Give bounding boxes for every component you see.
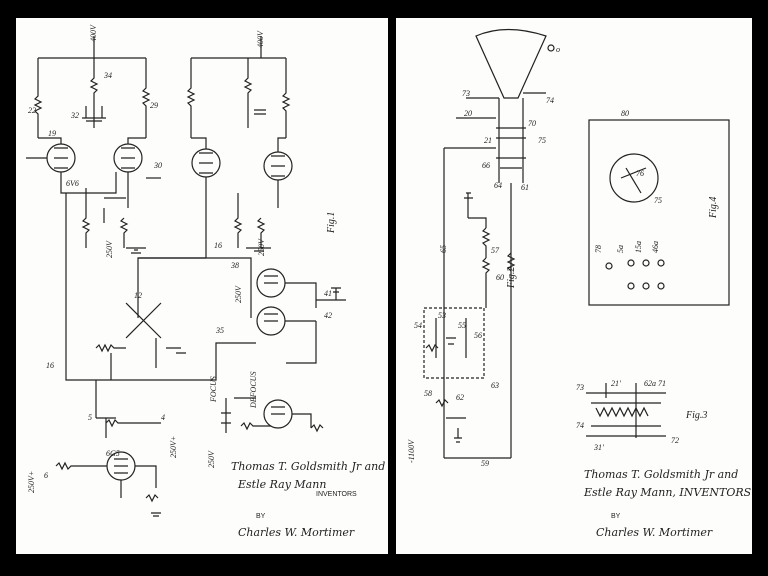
ref-60: 60 [496,273,504,282]
ref-57: 57 [491,246,500,255]
ref-74: 74 [546,96,554,105]
attorney-signature-right: Charles W. Mortimer [596,526,713,539]
ref-12: 12 [134,291,142,300]
patent-sheet-fig1: 400V 400V 6V6 250V 250V Fig.1 [16,18,388,554]
ref-54: 54 [414,321,422,330]
inventor-signature-r2: Estle Ray Mann, INVENTORS [583,486,752,499]
ref-22: 22 [28,106,36,115]
ref-61: 61 [521,183,529,192]
ref-62: 62 [456,393,464,402]
ref-34: 34 [103,71,112,80]
ref-21: 21 [484,136,492,145]
control-box [423,307,485,379]
inventor-signature-1: Thomas T. Goldsmith Jr and [231,460,385,473]
ref-16: 16 [214,241,222,250]
supply-250v-plus-a: 250V+ [27,471,36,493]
ref-21-prime: 21' [611,379,621,388]
ref-5a: 78 [594,245,603,253]
supply-minus-1100v: -1100V [407,439,416,463]
ref-56: 56 [474,331,482,340]
fig4-dial [609,153,659,203]
inventors-label: INVENTORS [316,491,357,498]
ref-63: 63 [491,381,499,390]
ref-71: 71 [658,379,666,388]
ref-74-fig3: 74 [576,421,584,430]
ref-75-fig4: 75 [654,196,662,205]
fig4-panel [588,119,730,306]
ref-32: 32 [70,111,79,120]
ref-30: 30 [153,161,162,170]
supply-250v-plus-b: 250V+ [169,436,178,458]
supply-250v-c: 250V [234,285,243,303]
focus-label: FOCUS [209,376,218,403]
ref-73: 73 [462,89,470,98]
supply-250v-b: 250V [257,238,266,256]
ref-58: 58 [424,389,432,398]
ref-16b: 16 [46,361,54,370]
ref-41: 41 [324,289,332,298]
ref-8: 5 [88,413,92,422]
ref-42: 42 [324,311,332,320]
tube-label-6v6: 6V6 [66,179,79,188]
ref-19: 19 [48,129,56,138]
ref-70: 70 [528,119,536,128]
ref-35: 35 [215,326,224,335]
attorney-signature: Charles W. Mortimer [238,526,355,539]
fig4-label: Fig.4 [708,197,719,219]
supply-400v-a: 400V [89,24,98,42]
ref-1: 6 [44,471,48,480]
ref-20: 20 [464,109,472,118]
tube-label-6g5: 6G5 [106,449,120,458]
ref-64: 64 [494,181,502,190]
defocus-label: DEFOCUS [249,372,258,409]
ref-29: 29 [150,101,158,110]
fig1-schematic: 400V 400V 6V6 250V 250V Fig.1 [26,24,385,539]
ref-70-fig3: 62a [644,379,656,388]
inventor-signature-2: Estle Ray Mann [237,478,326,491]
crt-tube-bulb [475,28,547,99]
ref-31-prime: 31' [593,443,604,452]
ref-38: 38 [230,261,239,270]
supply-250v-a: 250V [105,240,114,258]
supply-250v-d: 250V [207,450,216,468]
ref-80: 80 [621,109,629,118]
ref-46a: 15a [634,241,643,253]
ref-73-fig3: 73 [576,383,584,392]
fig3-label: Fig.3 [685,410,707,421]
ref-65: 65 [439,245,448,253]
patent-sheet-fig2-4: o 73 20 21 74 70 75 66 64 61 65 57 60 Fi… [396,18,752,554]
supply-400v-b: 400V [256,30,265,48]
ref-55: 55 [458,321,466,330]
ref-15a: 5a [616,245,625,253]
inventor-signature-r1: Thomas T. Goldsmith Jr and [584,468,738,481]
ref-59: 59 [481,459,489,468]
ref-66: 66 [482,161,490,170]
ref-75: 75 [538,136,546,145]
fig2-label: Fig.2 [506,267,517,289]
ref-53: 53 [438,311,446,320]
fig1-label: Fig.1 [326,212,337,234]
ref-76: 76 [636,169,644,178]
by-label: BY [256,513,266,520]
ref-o: o [556,45,560,54]
by-label-right: BY [611,513,621,520]
ref-72: 72 [671,436,679,445]
fig2-4-schematic: o 73 20 21 74 70 75 66 64 61 65 57 60 Fi… [407,28,752,539]
ref-55a: 46a [651,241,660,253]
ref-9: 4 [161,413,165,422]
